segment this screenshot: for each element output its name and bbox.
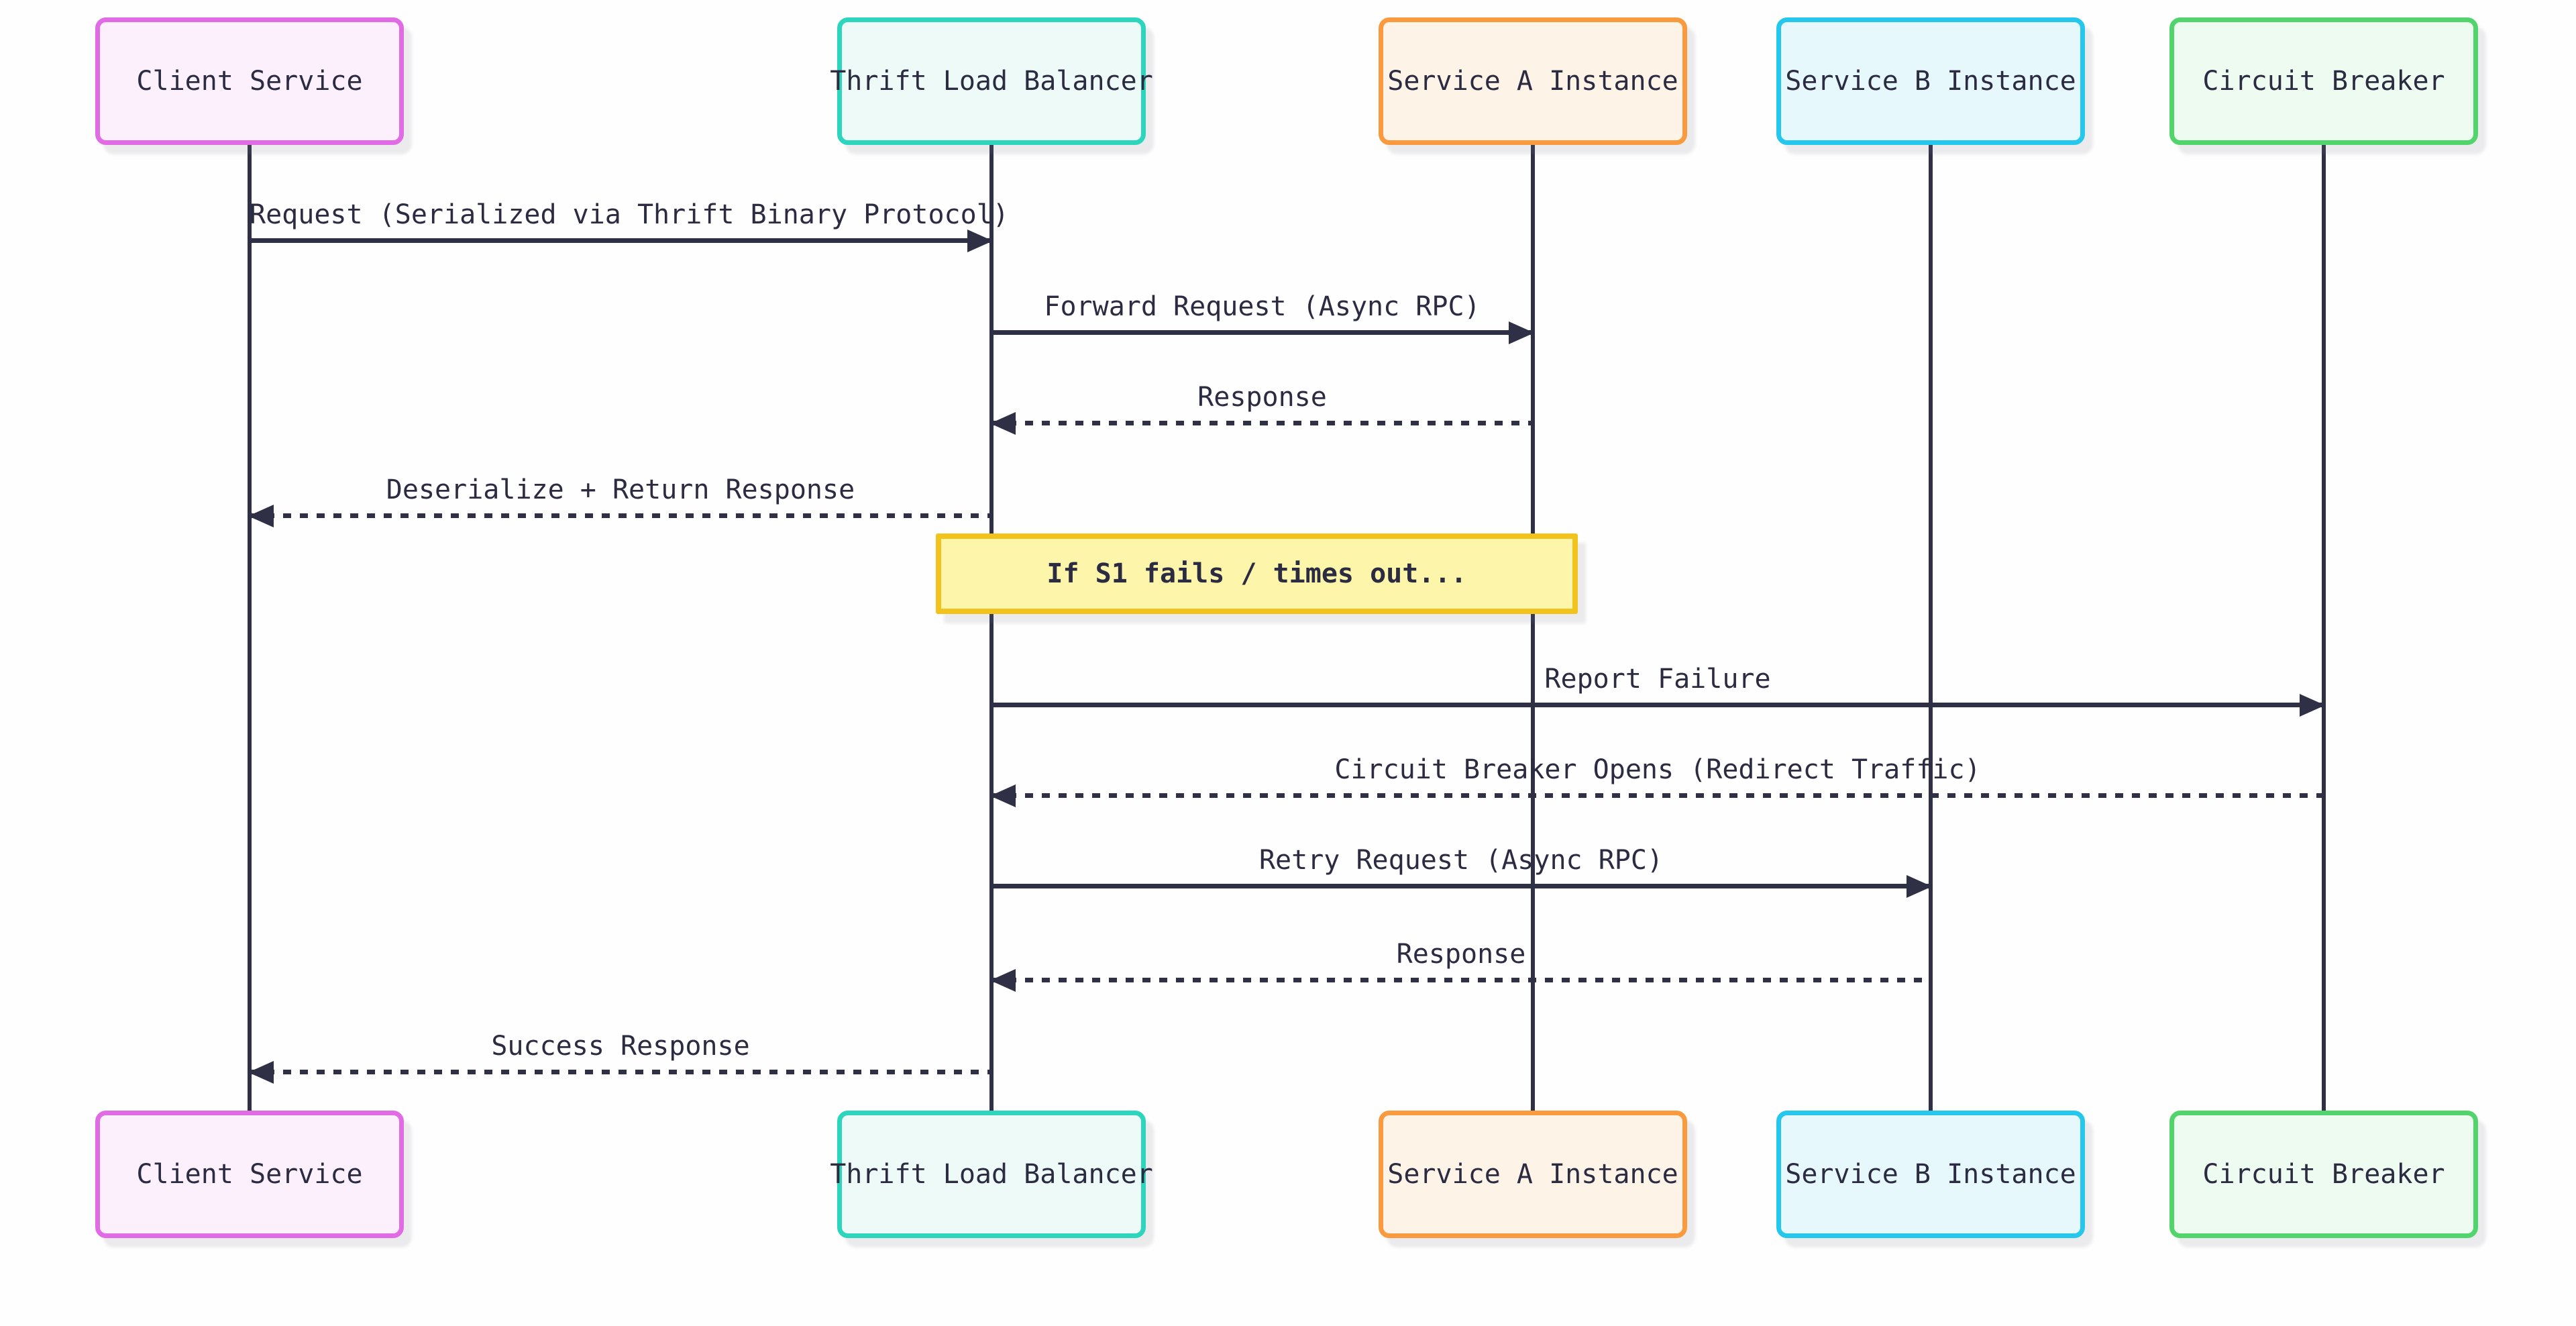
- arrowhead-left-icon: [248, 1061, 274, 1084]
- message-label: Request (Serialized via Thrift Binary Pr…: [250, 199, 1009, 230]
- arrowhead-right-icon: [1509, 321, 1534, 344]
- actor-label: Client Service: [136, 1159, 363, 1190]
- lifeline-client-service: [248, 145, 252, 1112]
- actor-top-thrift-load-balancer: Thrift Load Balancer: [830, 17, 1153, 145]
- arrowhead-left-icon: [990, 412, 1016, 435]
- message-response-b: Response: [990, 938, 1931, 992]
- message-response-a: Response: [990, 381, 1533, 435]
- message-label: Forward Request (Async RPC): [1044, 291, 1481, 322]
- note-label: If S1 fails / times out...: [1046, 558, 1467, 589]
- actor-label: Service A Instance: [1387, 66, 1678, 97]
- actor-bottom-service-a-instance: Service A Instance: [1379, 1111, 1687, 1238]
- lifeline-service-a-instance: [1531, 145, 1535, 1112]
- actor-bottom-service-b-instance: Service B Instance: [1776, 1111, 2085, 1238]
- message-success-response: Success Response: [248, 1030, 991, 1084]
- lifeline-service-b-instance: [1929, 145, 1933, 1112]
- message-line: [991, 330, 1533, 335]
- message-retry-request: Retry Request (Async RPC): [991, 844, 1932, 898]
- actor-label: Client Service: [136, 66, 363, 97]
- arrowhead-left-icon: [990, 969, 1016, 992]
- message-label: Circuit Breaker Opens (Redirect Traffic): [1334, 754, 1981, 785]
- message-request-serialized: Request (Serialized via Thrift Binary Pr…: [250, 199, 1009, 252]
- message-label: Report Failure: [1544, 664, 1771, 695]
- message-line: [991, 703, 2324, 707]
- message-line: [991, 884, 1931, 888]
- arrowhead-left-icon: [990, 784, 1016, 807]
- actor-label: Circuit Breaker: [2202, 66, 2445, 97]
- message-report-failure: Report Failure: [991, 663, 2325, 717]
- message-line: [991, 421, 1533, 425]
- arrowhead-right-icon: [2300, 694, 2325, 717]
- actor-top-client-service: Client Service: [95, 17, 404, 145]
- lifeline-thrift-load-balancer: [989, 145, 994, 1112]
- arrowhead-right-icon: [1907, 875, 1932, 898]
- message-line: [250, 513, 991, 518]
- actor-label: Service B Instance: [1785, 66, 2076, 97]
- lifeline-circuit-breaker: [2322, 145, 2326, 1112]
- actor-label: Circuit Breaker: [2202, 1159, 2445, 1190]
- message-forward-request: Forward Request (Async RPC): [991, 291, 1534, 344]
- message-line: [991, 978, 1931, 982]
- message-circuit-breaker-opens: Circuit Breaker Opens (Redirect Traffic): [990, 754, 2324, 807]
- actor-bottom-thrift-load-balancer: Thrift Load Balancer: [830, 1111, 1153, 1238]
- actor-label: Service A Instance: [1387, 1159, 1678, 1190]
- actor-label: Service B Instance: [1785, 1159, 2076, 1190]
- message-deserialize-return: Deserialize + Return Response: [248, 474, 991, 527]
- actor-label: Thrift Load Balancer: [830, 1159, 1153, 1190]
- actor-bottom-circuit-breaker: Circuit Breaker: [2169, 1111, 2478, 1238]
- actor-bottom-client-service: Client Service: [95, 1111, 404, 1238]
- message-label: Success Response: [491, 1031, 750, 1062]
- actor-top-circuit-breaker: Circuit Breaker: [2169, 17, 2478, 145]
- arrowhead-right-icon: [967, 230, 993, 252]
- message-line: [250, 238, 991, 243]
- arrowhead-left-icon: [248, 505, 274, 527]
- actor-top-service-a-instance: Service A Instance: [1379, 17, 1687, 145]
- message-label: Response: [1197, 382, 1327, 413]
- message-label: Response: [1396, 939, 1526, 970]
- message-label: Retry Request (Async RPC): [1258, 845, 1664, 876]
- actor-top-service-b-instance: Service B Instance: [1776, 17, 2085, 145]
- message-label: Deserialize + Return Response: [386, 474, 855, 505]
- message-line: [991, 793, 2324, 798]
- note-if-s1-fails: If S1 fails / times out...: [936, 533, 1578, 614]
- message-line: [250, 1070, 991, 1074]
- actor-label: Thrift Load Balancer: [830, 66, 1153, 97]
